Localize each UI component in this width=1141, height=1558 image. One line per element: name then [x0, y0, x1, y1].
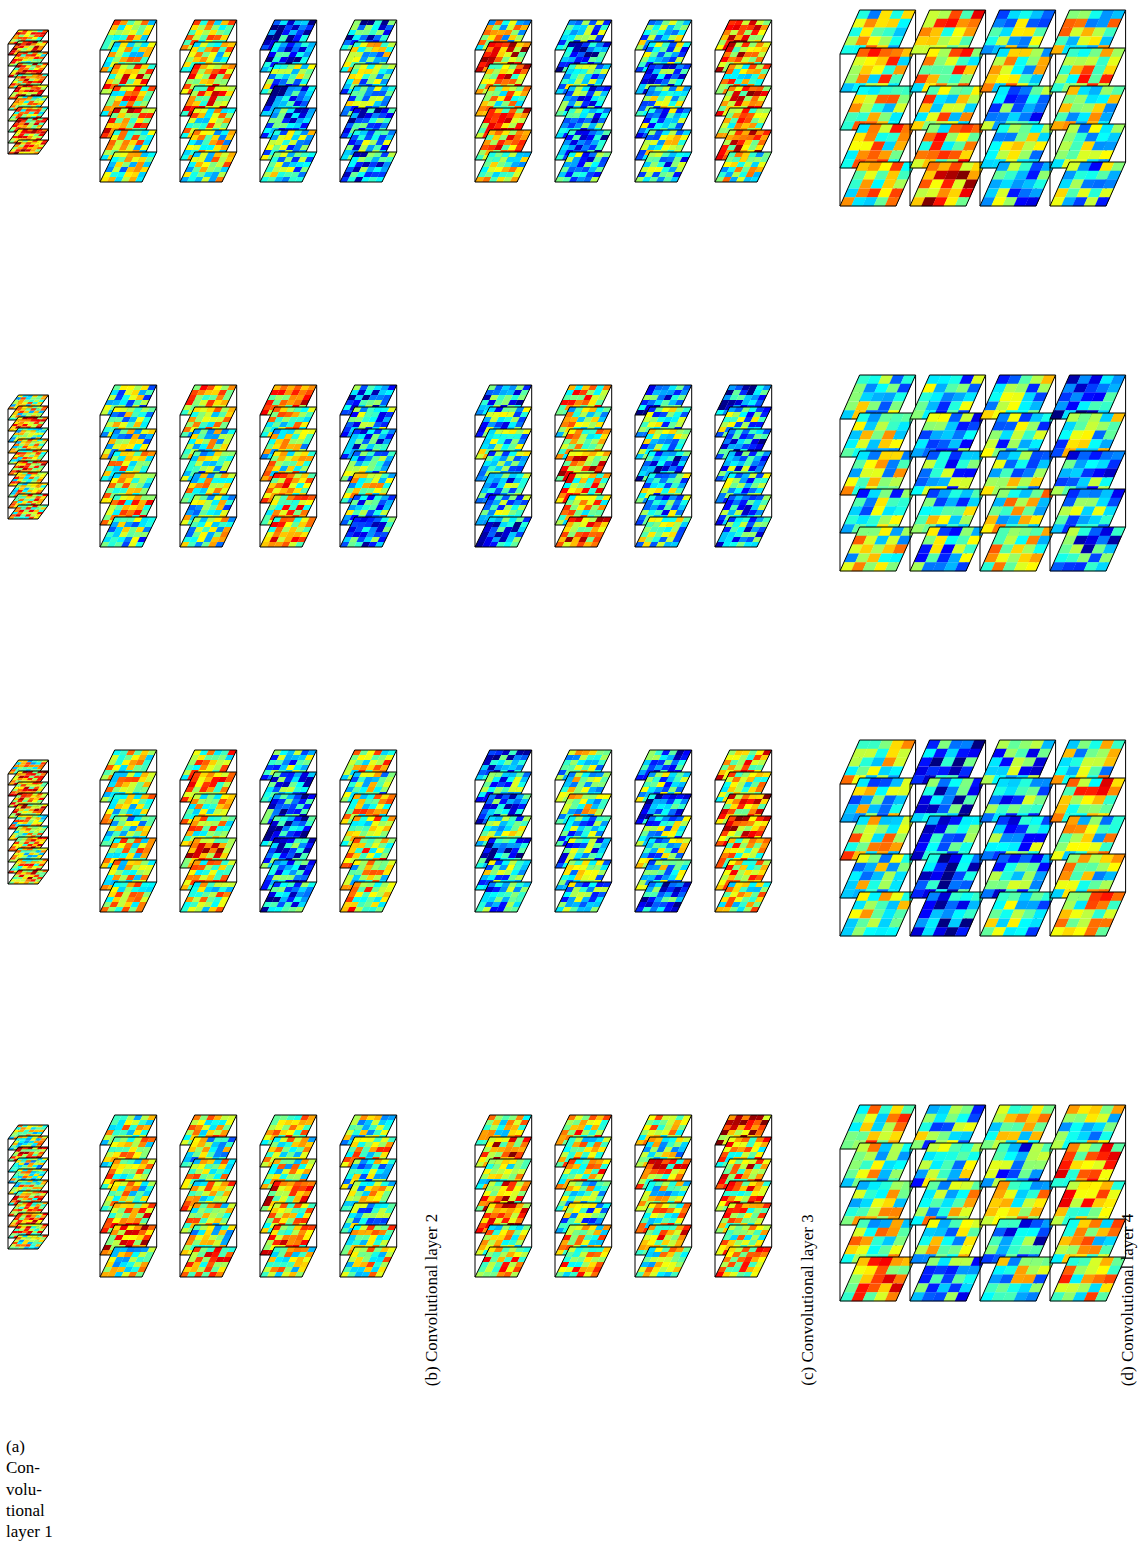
filter-stack: [8, 760, 49, 884]
filter-stack: [180, 20, 237, 182]
filter-stack: [8, 1125, 49, 1249]
filter-stack: [8, 30, 49, 154]
filter-stack: [8, 395, 49, 519]
filter-stack: [100, 20, 157, 182]
